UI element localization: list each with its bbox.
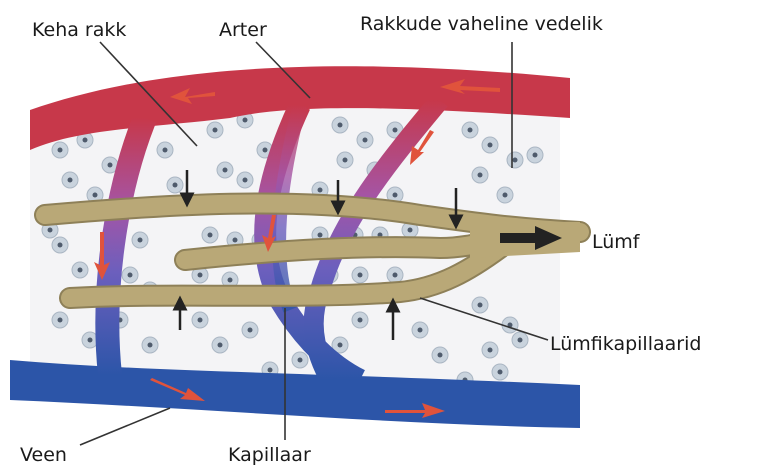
cell-nucleus [243,118,248,123]
cell-nucleus [298,358,303,363]
cell-nucleus [358,318,363,323]
cell-nucleus [233,238,238,243]
cell-nucleus [243,178,248,183]
cell-nucleus [318,188,323,193]
cell-nucleus [478,173,483,178]
cell-nucleus [88,338,93,343]
cell-nucleus [498,370,503,375]
cell-nucleus [343,158,348,163]
label-interstitial-fluid: Rakkude vaheline vedelik [360,13,603,35]
cell-nucleus [228,278,233,283]
cell-nucleus [148,343,153,348]
cell-nucleus [338,123,343,128]
cell-nucleus [488,143,493,148]
label-capillary: Kapillaar [228,444,311,466]
cell-nucleus [163,148,168,153]
cell-nucleus [338,343,343,348]
cell-nucleus [128,273,133,278]
label-lymph-capillaries: Lümfikapillaarid [550,333,701,355]
cell-nucleus [198,318,203,323]
leader-vein [80,408,170,445]
cell-nucleus [58,243,63,248]
cell-nucleus [198,273,203,278]
cell-nucleus [48,228,53,233]
label-artery: Arter [219,19,267,41]
cell-nucleus [468,128,473,133]
cell-nucleus [408,228,413,233]
cell-nucleus [393,128,398,133]
cell-nucleus [518,338,523,343]
cell-nucleus [78,268,83,273]
cell-nucleus [213,128,218,133]
cell-nucleus [268,368,273,373]
cell-nucleus [503,193,508,198]
cell-nucleus [488,348,493,353]
cell-nucleus [248,328,253,333]
cell-nucleus [68,178,73,183]
cell-nucleus [533,153,538,158]
cell-nucleus [318,233,323,238]
cell-nucleus [363,138,368,143]
cell-nucleus [393,273,398,278]
cell-nucleus [83,138,88,143]
cell-nucleus [218,343,223,348]
cell-nucleus [208,233,213,238]
cell-nucleus [513,158,518,163]
cell-nucleus [393,193,398,198]
cell-nucleus [478,303,483,308]
cell-nucleus [58,318,63,323]
cell-nucleus [418,328,423,333]
cell-nucleus [358,273,363,278]
cell-nucleus [263,148,268,153]
cell-nucleus [138,238,143,243]
cell-nucleus [223,168,228,173]
label-body-cell: Keha rakk [32,19,126,41]
cell-nucleus [58,148,63,153]
cell-nucleus [108,163,113,168]
label-lymph: Lümf [592,231,641,253]
label-vein: Veen [20,444,67,466]
cell-nucleus [93,193,98,198]
cell-nucleus [438,353,443,358]
cell-nucleus [173,183,178,188]
